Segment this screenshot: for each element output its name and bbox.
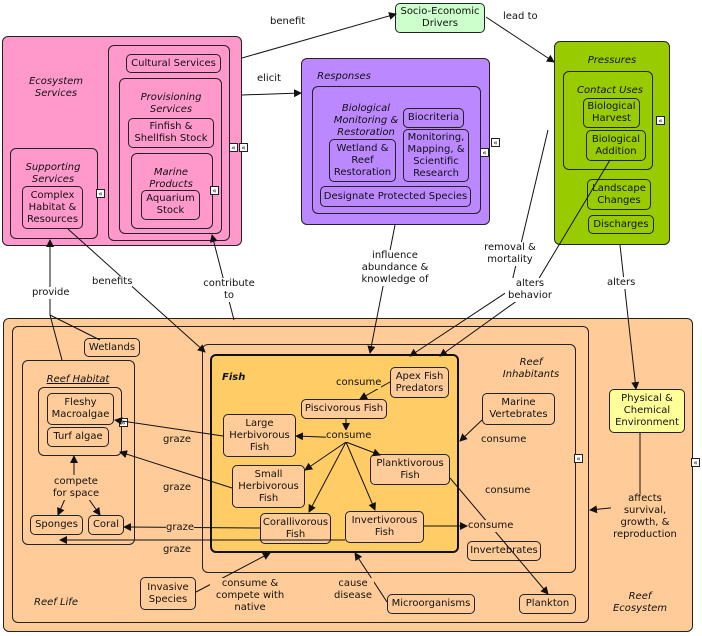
monitoring-research-node[interactable]: Monitoring, Mapping, & Scientific Resear… <box>403 129 469 182</box>
collapse-icon[interactable]: « <box>210 186 219 195</box>
label-removal: removal & mortality <box>480 242 540 266</box>
provisioning-title: Provisioning Services <box>140 92 202 115</box>
microorganisms-node[interactable]: Microorganisms <box>387 594 475 614</box>
biological-addition-node[interactable]: Biological Addition <box>586 130 646 161</box>
label-consume-1: consume <box>336 377 382 389</box>
biocriteria-node[interactable]: Biocriteria <box>403 108 464 128</box>
collapse-icon[interactable]: « <box>491 138 500 147</box>
biological-harvest-node[interactable]: Biological Harvest <box>583 98 640 128</box>
collapse-icon[interactable]: « <box>239 143 248 152</box>
invasive-species-node[interactable]: Invasive Species <box>140 577 196 610</box>
invertivorous-fish-node[interactable]: Invertivorous Fish <box>345 511 424 543</box>
marine-products-title: Marine Products <box>149 167 193 190</box>
collapse-icon[interactable]: « <box>691 458 700 467</box>
label-lead-to: lead to <box>503 11 538 23</box>
label-cause-disease: cause disease <box>332 578 374 602</box>
label-affects: affects survival, growth, & reproduction <box>611 493 679 541</box>
complex-habitat-node[interactable]: Complex Habitat & Resources <box>22 186 83 229</box>
label-consume-compete: consume & compete with native <box>210 578 290 614</box>
piscivorous-fish-node[interactable]: Piscivorous Fish <box>301 399 387 419</box>
large-herbivorous-node[interactable]: Large Herbivorous Fish <box>223 414 296 457</box>
corallivorous-fish-node[interactable]: Corallivorous Fish <box>260 513 331 544</box>
discharges-node[interactable]: Discharges <box>588 215 654 234</box>
fleshy-macroalgae-node[interactable]: Fleshy Macroalgae <box>47 393 114 425</box>
label-graze-1: graze <box>163 434 191 446</box>
arrow-lead-to <box>485 16 555 63</box>
collapse-icon[interactable]: « <box>119 418 128 427</box>
apex-predators-node[interactable]: Apex Fish Predators <box>390 367 449 398</box>
label-consume-3: consume <box>481 434 527 446</box>
wetland-reef-restoration-node[interactable]: Wetland & Reef Restoration <box>329 139 396 182</box>
ecosystem-services-title: Ecosystem Services <box>28 76 84 99</box>
planktivorous-fish-node[interactable]: Planktivorous Fish <box>370 454 450 485</box>
label-provide: provide <box>32 287 70 299</box>
collapse-icon[interactable]: « <box>229 143 238 152</box>
label-graze-4: graze <box>163 544 191 556</box>
label-influence: influence abundance & knowledge of <box>354 250 436 286</box>
physical-chemical-node[interactable]: Physical & Chemical Environment <box>609 389 685 433</box>
label-consume-4: consume <box>485 485 531 497</box>
label-benefit: benefit <box>270 16 306 28</box>
pressures-title: Pressures <box>587 55 637 66</box>
label-contribute: contribute to <box>201 278 257 302</box>
collapse-icon[interactable]: « <box>574 454 583 463</box>
label-benefits: benefits <box>92 276 133 288</box>
invertebrates-node[interactable]: Invertebrates <box>467 541 541 561</box>
label-graze-2: graze <box>163 482 191 494</box>
label-alters: alters <box>607 277 636 289</box>
reef-life-title: Reef Life <box>34 597 78 608</box>
cultural-services-node[interactable]: Cultural Services <box>126 54 221 73</box>
responses-title: Responses <box>317 71 371 82</box>
bio-monitoring-title: Biological Monitoring & Restoration <box>333 103 399 138</box>
plankton-node[interactable]: Plankton <box>519 594 576 614</box>
turf-algae-node[interactable]: Turf algae <box>47 427 109 447</box>
collapse-icon[interactable]: « <box>656 116 665 125</box>
label-alters-behavior: alters behavior <box>505 278 555 302</box>
reef-habitat-title: Reef Habitat <box>46 374 110 385</box>
marine-vertebrates-node[interactable]: Marine Vertebrates <box>482 393 555 425</box>
reef-ecosystem-title: Reef Ecosystem <box>612 591 668 614</box>
landscape-changes-node[interactable]: Landscape Changes <box>587 179 651 210</box>
coral-node[interactable]: Coral <box>88 515 124 535</box>
small-herbivorous-node[interactable]: Small Herbivorous Fish <box>232 465 305 508</box>
fish-title: Fish <box>222 372 246 383</box>
designate-protected-node[interactable]: Designate Protected Species <box>320 186 471 207</box>
collapse-icon[interactable]: « <box>480 148 489 157</box>
aquarium-stock-node[interactable]: Aquarium Stock <box>141 190 200 220</box>
label-compete: compete for space <box>50 476 102 500</box>
arrow-elicit <box>241 89 302 98</box>
socio-economic-drivers-node[interactable]: Socio-Economic Drivers <box>395 3 485 33</box>
label-elicit: elicit <box>257 73 281 85</box>
supporting-title: Supporting Services <box>25 162 81 185</box>
contact-uses-title: Contact Uses <box>577 85 643 96</box>
reef-inhabitants-title: Reef Inhabitants <box>502 357 560 380</box>
sponges-node[interactable]: Sponges <box>30 515 83 535</box>
label-graze-3: graze <box>166 522 194 534</box>
label-consume-5: consume <box>468 520 514 532</box>
label-consume-2: consume <box>326 430 372 442</box>
wetlands-node[interactable]: Wetlands <box>84 338 140 357</box>
finfish-shellfish-node[interactable]: Finfish & Shellfish Stock <box>128 118 214 148</box>
collapse-icon[interactable]: « <box>96 189 105 198</box>
arrow-benefit <box>241 12 397 59</box>
